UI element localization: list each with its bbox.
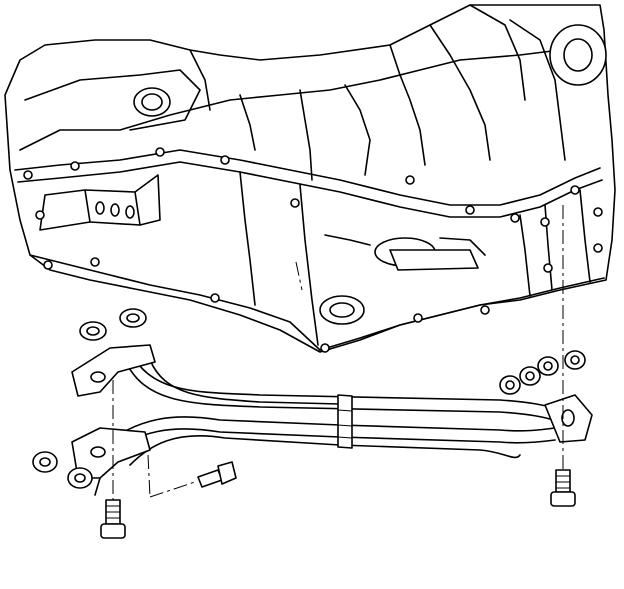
bracket-bolts — [100, 461, 576, 539]
cooler-pipe-assembly — [109, 349, 561, 466]
alignment-lines — [112, 205, 564, 500]
bolt-rear — [550, 469, 576, 507]
rear-pipe-retaining-bracket — [544, 394, 593, 443]
bolt-front-lower — [100, 499, 126, 539]
pipe-seal-washers — [32, 308, 586, 489]
transmission-housing — [4, 4, 616, 353]
front-pipe-retaining-bracket — [71, 344, 156, 496]
flange-bolt-holes — [23, 147, 603, 353]
bolt-middle — [197, 461, 237, 488]
